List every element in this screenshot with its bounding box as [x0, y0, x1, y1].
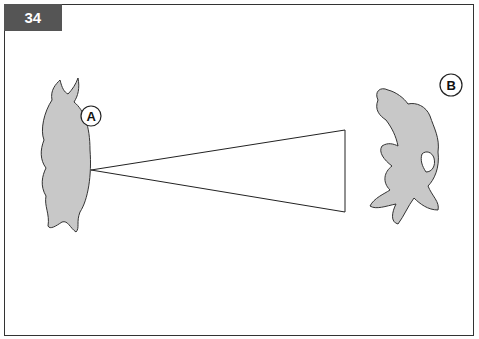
animal-a-silhouette [41, 78, 90, 232]
callout-letter: A [87, 110, 96, 123]
figure-number-tab [4, 4, 62, 31]
silhouette-gap [421, 152, 434, 172]
figure-number: 34 [25, 10, 42, 25]
view-cone [91, 130, 345, 212]
animal-b-silhouette [370, 89, 438, 224]
figure-frame [5, 5, 474, 336]
callout-circle [81, 106, 101, 126]
callout-letter: B [447, 79, 456, 92]
callout-circle [440, 74, 462, 96]
